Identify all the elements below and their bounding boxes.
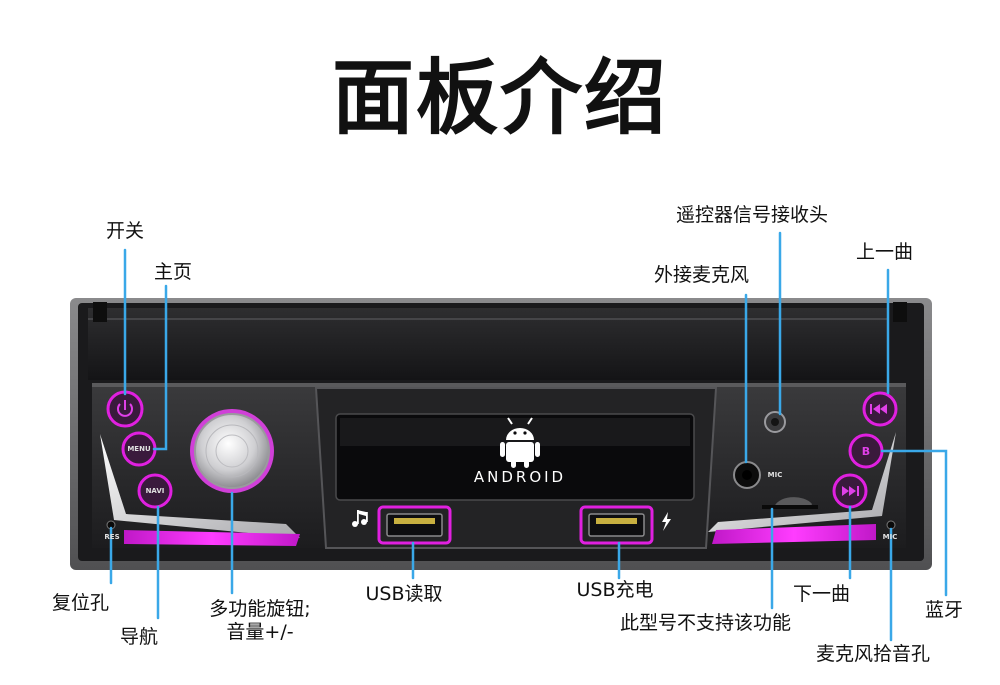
label-knob-line1: 多功能旋钮; xyxy=(209,598,310,621)
multi-function-knob[interactable] xyxy=(190,409,274,493)
mic-jack-label: MIC xyxy=(763,472,787,479)
label-next: 下一曲 xyxy=(793,583,850,606)
label-knob: 多功能旋钮; 音量+/- xyxy=(209,598,310,644)
prev-track-button[interactable] xyxy=(864,393,896,425)
power-button[interactable] xyxy=(108,392,142,426)
label-navi: 导航 xyxy=(120,626,158,649)
label-not-supported: 此型号不支持该功能 xyxy=(620,612,791,635)
label-reset: 复位孔 xyxy=(52,592,109,615)
label-power: 开关 xyxy=(106,220,144,243)
android-logo-text: ANDROID xyxy=(470,470,570,485)
label-bluetooth: 蓝牙 xyxy=(925,599,963,622)
menu-button-label: MENU xyxy=(124,446,154,453)
label-usb-charge: USB充电 xyxy=(576,579,653,602)
label-usb-read: USB读取 xyxy=(365,583,442,606)
label-home: 主页 xyxy=(154,261,192,284)
reset-label: RES xyxy=(100,534,124,541)
label-mic-hole: 麦克风拾音孔 xyxy=(816,643,930,666)
label-knob-line2: 音量+/- xyxy=(209,621,310,644)
label-ext-mic: 外接麦克风 xyxy=(654,264,749,287)
next-track-button[interactable] xyxy=(834,475,866,507)
bluetooth-button-label: B xyxy=(851,446,881,457)
mic-hole-label: MIC xyxy=(878,534,902,541)
label-prev: 上一曲 xyxy=(856,241,913,264)
navi-button-label: NAVI xyxy=(140,488,170,495)
label-remote-ir: 遥控器信号接收头 xyxy=(676,204,828,227)
